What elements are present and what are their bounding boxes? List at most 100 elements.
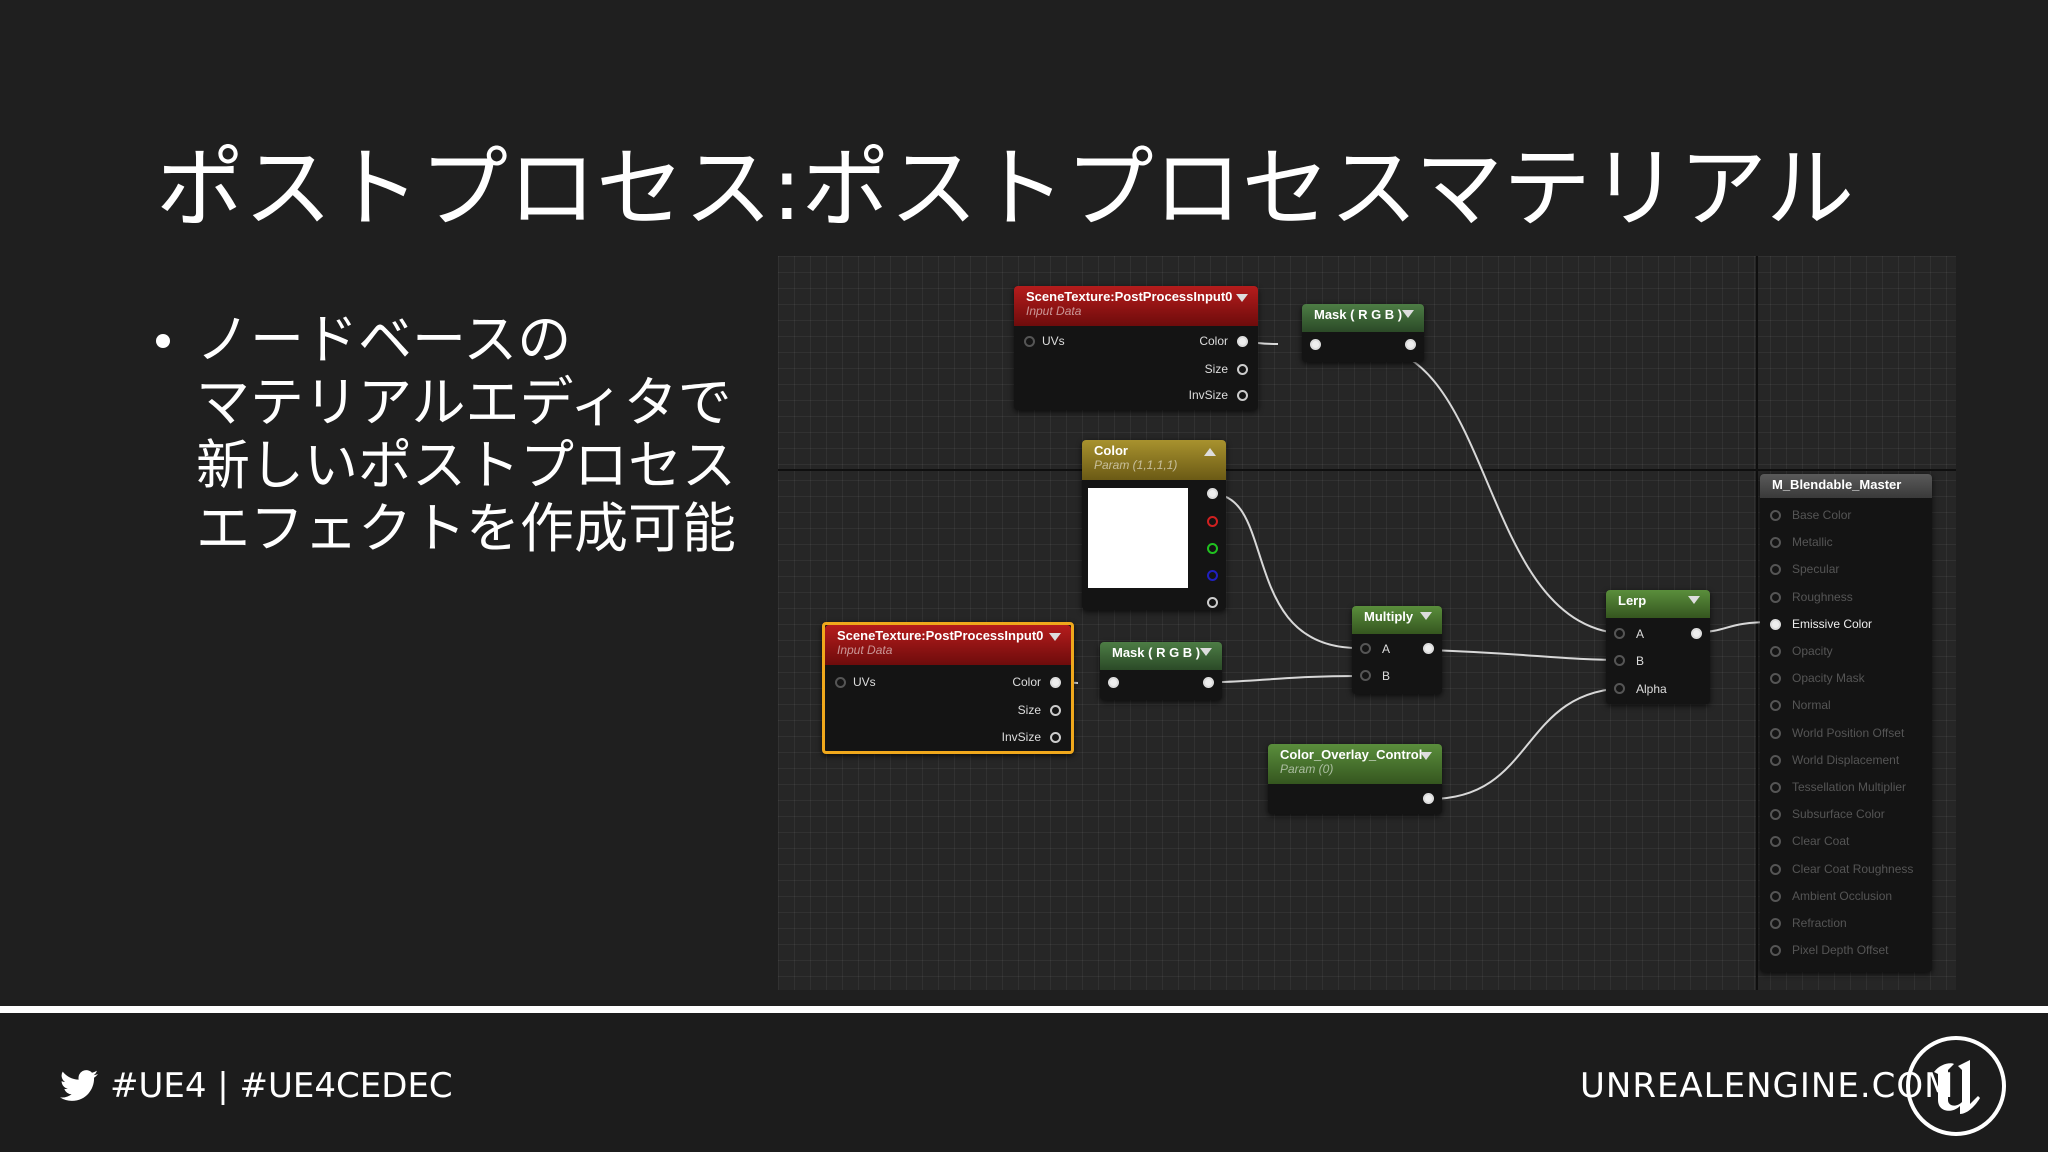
material-input-label: Emissive Color — [1792, 616, 1873, 631]
node-subtitle: Param (1,1,1,1) — [1094, 458, 1178, 472]
lerp-node[interactable]: Lerp A B Alpha — [1606, 590, 1710, 704]
lerp-a-input-pin[interactable] — [1614, 628, 1625, 639]
lerp-b-input-pin[interactable] — [1614, 655, 1625, 666]
node-header: Mask ( R G B ) — [1302, 304, 1424, 332]
scene-texture-node-top[interactable]: SceneTexture:PostProcessInput0 Input Dat… — [1014, 286, 1258, 410]
unreal-engine-logo — [1906, 1036, 2006, 1136]
lerp-alpha-input-pin[interactable] — [1614, 683, 1625, 694]
node-header: Color_Overlay_Control Param (0) — [1268, 744, 1442, 784]
uvs-input-pin[interactable] — [835, 677, 846, 688]
material-input-pin[interactable] — [1770, 510, 1781, 521]
material-input-label: Subsurface Color — [1792, 807, 1885, 822]
expand-arrow-icon[interactable] — [1204, 448, 1216, 456]
collapse-arrow-icon[interactable] — [1049, 633, 1061, 641]
color-preview-swatch — [1088, 488, 1188, 588]
invsize-output-pin[interactable] — [1237, 390, 1248, 401]
color-param-node[interactable]: Color Param (1,1,1,1) — [1082, 440, 1226, 610]
color-output-pin[interactable] — [1237, 336, 1248, 347]
slide-title: ポストプロセス:ポストプロセスマテリアル — [156, 137, 1855, 240]
g-output-pin[interactable] — [1207, 543, 1218, 554]
material-input-pin[interactable] — [1770, 646, 1781, 657]
material-input-label: Normal — [1792, 698, 1831, 713]
material-input-pin[interactable] — [1770, 618, 1781, 630]
site-url[interactable]: UNREALENGINE.COM — [1580, 1066, 1955, 1106]
node-title: SceneTexture:PostProcessInput0 — [837, 628, 1044, 643]
bullet-line: マテリアルエディタで — [196, 371, 732, 434]
node-subtitle: Param (0) — [1280, 762, 1334, 776]
material-input-label: World Displacement — [1792, 752, 1900, 767]
material-input-pin[interactable] — [1770, 537, 1781, 549]
pin-label-size: Size — [1017, 703, 1041, 717]
mask-rgb-node-bottom[interactable]: Mask ( R G B ) — [1100, 642, 1222, 700]
material-input-pin[interactable] — [1770, 754, 1781, 766]
material-graph-canvas[interactable]: SceneTexture:PostProcessInput0 Input Dat… — [778, 256, 1956, 990]
node-header: SceneTexture:PostProcessInput0 Input Dat… — [1014, 286, 1258, 326]
b-output-pin[interactable] — [1207, 570, 1218, 581]
footer-bar — [0, 1013, 2048, 1152]
material-input-pin[interactable] — [1770, 782, 1781, 793]
bullet-dot — [156, 334, 170, 348]
material-input-pin[interactable] — [1770, 700, 1781, 712]
grid-axis-horizontal — [778, 469, 1956, 471]
uvs-input-pin[interactable] — [1024, 336, 1035, 347]
material-input-label: Clear Coat Roughness — [1792, 861, 1914, 876]
rgba-output-pin[interactable] — [1207, 488, 1218, 499]
node-title: M_Blendable_Master — [1772, 477, 1902, 492]
material-input-pin[interactable] — [1770, 945, 1781, 957]
mask-output-pin[interactable] — [1203, 677, 1214, 688]
size-output-pin[interactable] — [1050, 705, 1061, 716]
r-output-pin[interactable] — [1207, 516, 1218, 527]
scene-texture-node-bottom[interactable]: SceneTexture:PostProcessInput0 Input Dat… — [822, 622, 1074, 754]
footer-divider — [0, 1006, 2048, 1013]
collapse-arrow-icon[interactable] — [1200, 648, 1212, 656]
hashtags: #UE4 | #UE4CEDEC — [110, 1066, 453, 1106]
material-input-pin[interactable] — [1770, 918, 1781, 929]
material-input-pin[interactable] — [1770, 564, 1781, 576]
material-input-pin[interactable] — [1770, 890, 1781, 902]
wire-color-to-multiply-a — [1211, 493, 1359, 649]
material-input-label: Metallic — [1792, 535, 1833, 550]
material-input-pin[interactable] — [1770, 727, 1781, 739]
multiply-b-input-pin[interactable] — [1360, 670, 1371, 681]
a-output-pin[interactable] — [1207, 597, 1218, 608]
size-output-pin[interactable] — [1237, 364, 1248, 375]
material-input-label: World Position Offset — [1792, 725, 1905, 740]
multiply-output-pin[interactable] — [1423, 643, 1434, 654]
collapse-arrow-icon[interactable] — [1688, 596, 1700, 604]
multiply-a-input-pin[interactable] — [1360, 643, 1371, 654]
mask-output-pin[interactable] — [1405, 339, 1416, 350]
multiply-node[interactable]: Multiply A B — [1352, 606, 1442, 694]
collapse-arrow-icon[interactable] — [1420, 752, 1432, 760]
wire-overlay-to-lerp-alpha — [1429, 687, 1631, 800]
collapse-arrow-icon[interactable] — [1420, 612, 1432, 620]
pin-label-uvs: UVs — [853, 675, 876, 689]
lerp-output-pin[interactable] — [1691, 628, 1702, 639]
node-subtitle: Input Data — [837, 643, 893, 657]
pin-label-invsize: InvSize — [1188, 388, 1228, 402]
bullet-text: ノードベースの マテリアルエディタで 新しいポストプロセス エフェクトを作成可能 — [196, 308, 736, 560]
material-input-pin[interactable] — [1770, 591, 1781, 603]
node-title: Mask ( R G B ) — [1112, 645, 1201, 660]
material-input-pin[interactable] — [1770, 673, 1781, 685]
overlay-output-pin[interactable] — [1423, 793, 1434, 804]
node-header: SceneTexture:PostProcessInput0 Input Dat… — [825, 625, 1071, 665]
material-input-label: Refraction — [1792, 916, 1847, 930]
material-input-label: Tessellation Multiplier — [1792, 780, 1907, 794]
pin-label-b: B — [1636, 654, 1645, 668]
node-header: Color Param (1,1,1,1) — [1082, 440, 1226, 480]
mask-input-pin[interactable] — [1310, 339, 1321, 350]
invsize-output-pin[interactable] — [1050, 732, 1061, 743]
node-title: Color_Overlay_Control — [1280, 747, 1423, 762]
material-input-pin[interactable] — [1770, 809, 1781, 821]
material-input-pin[interactable] — [1770, 836, 1781, 848]
collapse-arrow-icon[interactable] — [1236, 294, 1248, 302]
node-header: Lerp — [1606, 590, 1710, 618]
mask-input-pin[interactable] — [1108, 677, 1119, 688]
collapse-arrow-icon[interactable] — [1402, 310, 1414, 318]
color-overlay-control-node[interactable]: Color_Overlay_Control Param (0) — [1268, 744, 1442, 814]
color-output-pin[interactable] — [1050, 677, 1061, 688]
material-input-pin[interactable] — [1770, 863, 1781, 875]
material-input-label: Opacity Mask — [1792, 671, 1865, 686]
mask-rgb-node-top[interactable]: Mask ( R G B ) — [1302, 304, 1424, 362]
